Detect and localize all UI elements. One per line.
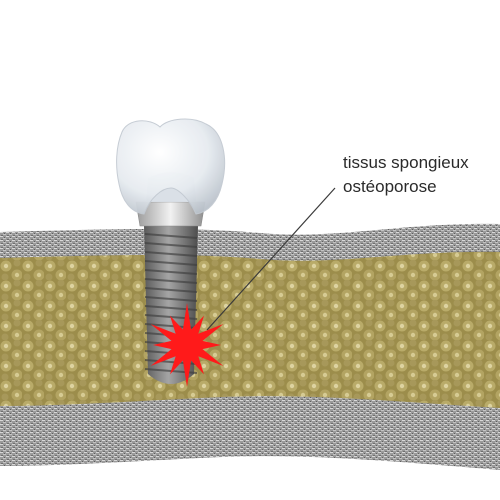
starburst-icon <box>150 303 224 387</box>
tooth-crown-icon <box>116 118 226 215</box>
label-line-1: tissus spongieux <box>343 153 469 172</box>
label-line-2: ostéoporose <box>343 177 437 196</box>
spongy-bone <box>0 251 500 408</box>
leader-line <box>206 187 336 331</box>
